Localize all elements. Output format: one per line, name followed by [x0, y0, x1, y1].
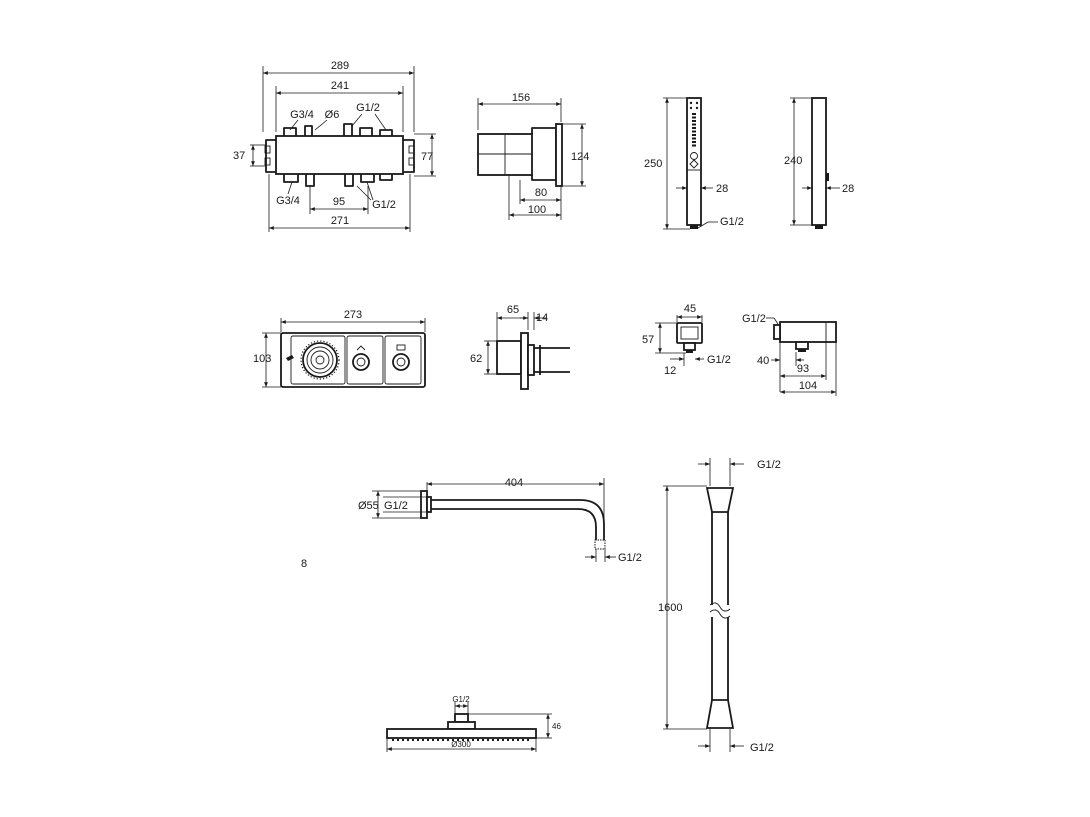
dim-37-label: 37	[233, 150, 245, 162]
dim-80-label: 80	[535, 187, 547, 199]
dim-240-label: 240	[784, 155, 802, 167]
dim-45-label: 45	[684, 303, 696, 315]
dim-104-label: 104	[799, 380, 817, 392]
dim-40-label: 40	[757, 355, 769, 367]
dim-62-label: 62	[470, 353, 482, 365]
dim-289-label: 289	[331, 60, 349, 72]
control-panel-front-drawing: 273 103	[253, 309, 426, 388]
hand-shower-side-drawing: 240 28	[784, 97, 854, 229]
panel-side-view-drawing: 65 14 62	[470, 304, 570, 390]
dim-28-label: 28	[716, 183, 728, 195]
dim-12-label: 12	[664, 365, 676, 377]
dim-241-label: 241	[331, 80, 349, 92]
dim-404-label: 404	[505, 477, 523, 489]
hand-shower-connection-label: G1/2	[720, 216, 744, 228]
thermostat-body-drawing: 289 241 G3/4 Ø6 G1/2	[233, 60, 436, 232]
hand-shower-front-drawing: 250 28 G1/2	[644, 97, 744, 230]
hole-diameter-label: Ø6	[325, 109, 340, 121]
shower-hose-drawing: G1/2 1600 G1/2	[658, 458, 781, 754]
wall-outlet-front-drawing: 45 57 12 G1/2	[642, 303, 731, 377]
arm-wall-connection-label: G1/2	[384, 500, 408, 512]
body-side-view-drawing: 156 124 80 100	[477, 92, 589, 220]
head-diameter-label: Ø300	[451, 740, 471, 749]
dim-273-label: 273	[344, 309, 362, 321]
dim-1600-label: 1600	[658, 602, 682, 614]
dim-46-label: 46	[552, 722, 561, 731]
dim-124-label: 124	[571, 151, 589, 163]
dim-65-label: 65	[507, 304, 519, 316]
fitting-g12-bottom-label: G1/2	[372, 199, 396, 211]
dim-95-label: 95	[333, 196, 345, 208]
dim-250-label: 250	[644, 158, 662, 170]
hose-bottom-connection-label: G1/2	[750, 742, 774, 754]
dim-100-label: 100	[528, 204, 546, 216]
dim-28-side-label: 28	[842, 183, 854, 195]
shower-arm-drawing: 404 Ø55 G1/2 G1/2	[358, 477, 642, 564]
fitting-g12-top-label: G1/2	[356, 102, 380, 114]
dim-156-label: 156	[512, 92, 530, 104]
flange-diameter-label: Ø55	[358, 500, 379, 512]
fitting-g34-bottom-label: G3/4	[276, 195, 300, 207]
fitting-g34-top-label: G3/4	[290, 109, 314, 121]
dim-77-label: 77	[421, 151, 433, 163]
wall-outlet-connection-label: G1/2	[707, 354, 731, 366]
hose-top-connection-label: G1/2	[757, 459, 781, 471]
dim-57-label: 57	[642, 334, 654, 346]
arm-head-connection-label: G1/2	[618, 552, 642, 564]
dim-93-label: 93	[797, 363, 809, 375]
head-connection-label: G1/2	[452, 695, 470, 704]
wall-outlet-side-drawing: G1/2 40 93 104	[742, 313, 837, 396]
shower-head-drawing: G1/2 46 Ø300	[386, 695, 561, 752]
outlet-side-connection-label: G1/2	[742, 313, 766, 325]
dim-14-label: 14	[536, 312, 548, 324]
dim-103-label: 103	[253, 353, 271, 365]
dim-271-label: 271	[331, 215, 349, 227]
stray-mark: 8	[301, 558, 307, 570]
